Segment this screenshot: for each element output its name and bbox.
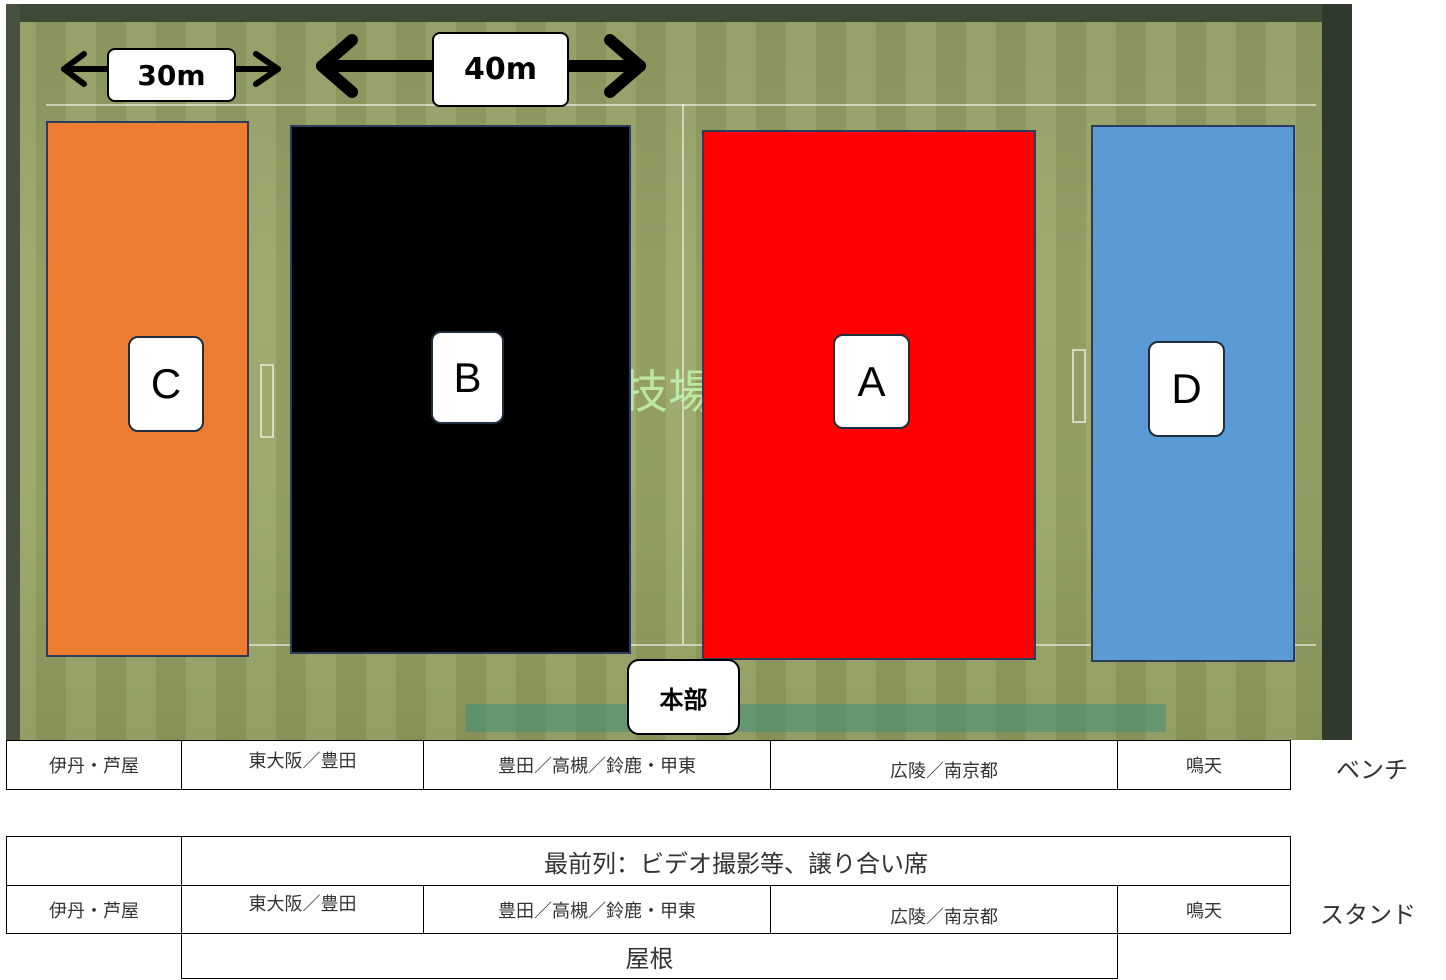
field-line [46,104,1316,106]
bench-side-label: ベンチ [1336,756,1408,784]
dimension-40m-label: 40m [432,32,569,107]
tree-line-top [6,4,1352,22]
stand-cell-toyota-takatsuki: 豊田／高槻／鈴鹿・甲東 [423,885,771,934]
field-line [46,644,1316,646]
field-line [682,104,684,644]
tree-line-right [1322,4,1352,740]
bench-area-strip [466,704,1166,732]
goal-post [260,364,274,438]
stand-side-label: スタンド [1320,901,1416,929]
stand-cell-higashiosaka-toyota: 東大阪／豊田 [181,885,424,934]
goal-post [1072,349,1086,423]
bench-cell-itami-ashiya: 伊丹・芦屋 [6,740,182,790]
fence-left [6,4,20,740]
field-background-text: 技場 [622,365,714,419]
stand-cell-meiten: 鳴天 [1117,885,1291,934]
zone-c-label: C [128,336,204,432]
bench-cell-toyota-takatsuki: 豊田／高槻／鈴鹿・甲東 [423,740,771,790]
bench-cell-meiten: 鳴天 [1117,740,1291,790]
bench-cell-koryo-minamikyoto: 広陵／南京都 [770,740,1118,790]
stand-cell-koryo-minamikyoto: 広陵／南京都 [770,885,1118,934]
stand-cell-itami-ashiya: 伊丹・芦屋 [6,885,182,934]
dimension-30m-label: 30m [107,48,236,102]
zone-d-label: D [1148,341,1225,437]
stand-empty-cell [6,836,182,886]
zone-b-label: B [431,331,504,424]
headquarters-label: 本部 [627,659,740,735]
zone-a-label: A [833,334,910,429]
bench-cell-higashiosaka-toyota: 東大阪／豊田 [181,740,424,790]
stand-roof: 屋根 [181,933,1118,979]
stand-front-row: 最前列：ビデオ撮影等、譲り合い席 [181,836,1291,886]
